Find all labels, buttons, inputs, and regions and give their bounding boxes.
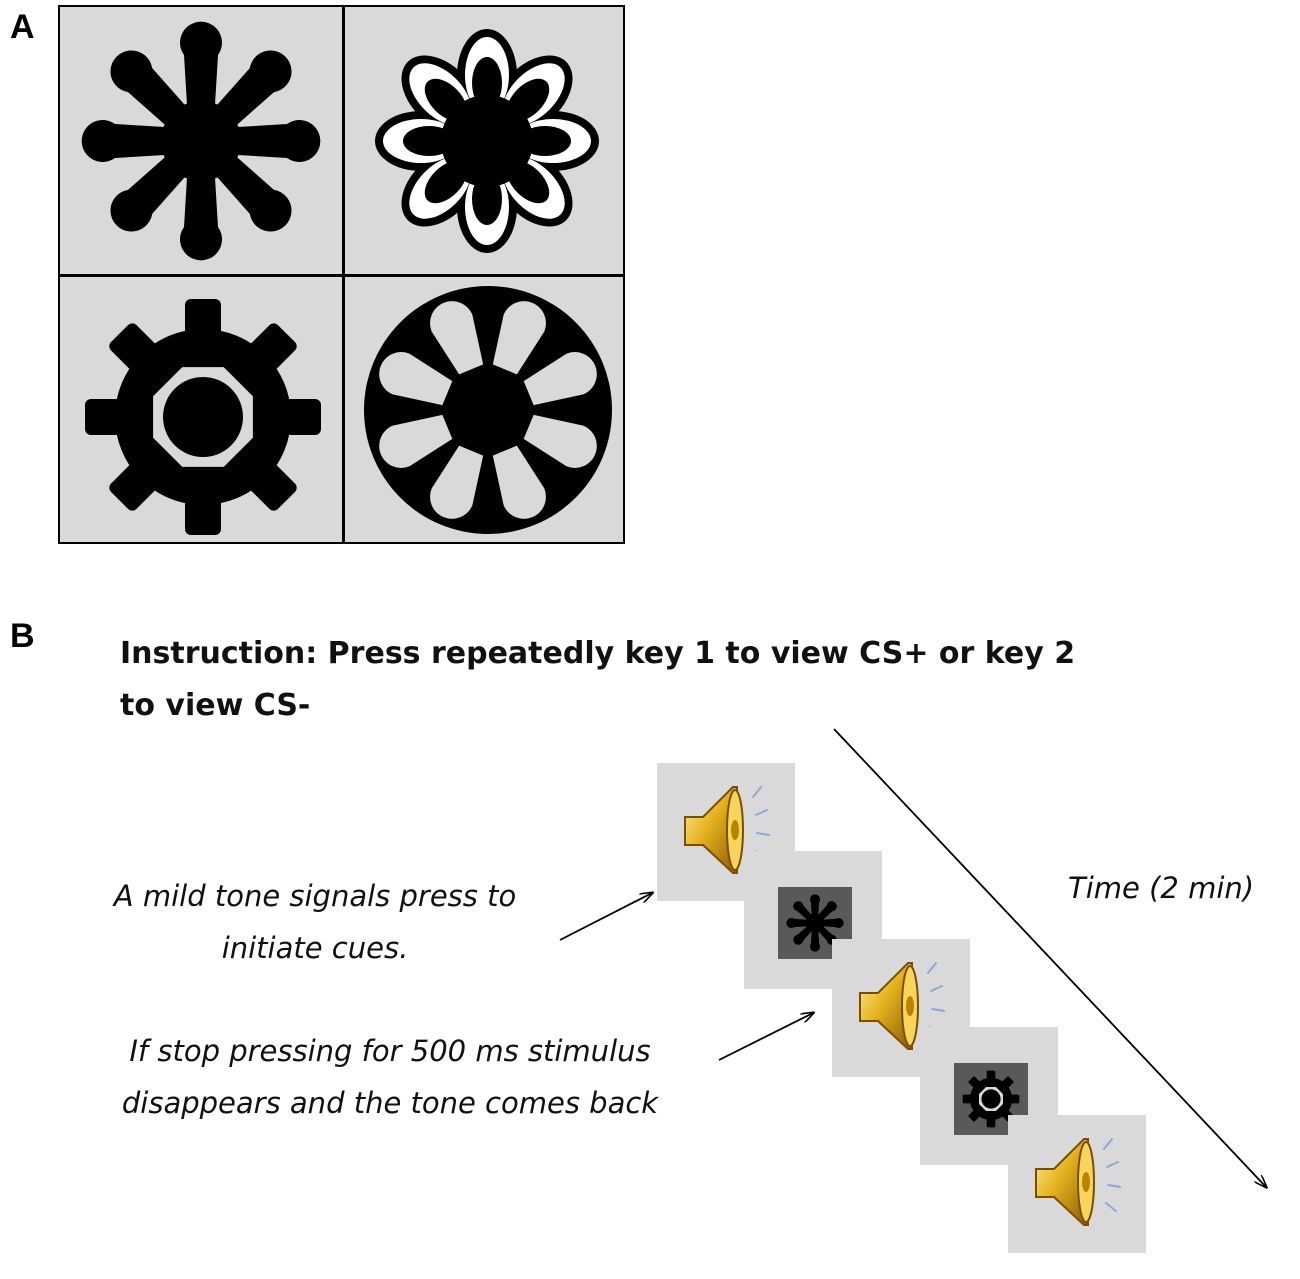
stimulus-cell-starburst bbox=[60, 7, 342, 274]
stimulus-cell-wheel bbox=[345, 277, 623, 542]
sequence-frame-tone-3 bbox=[1008, 1115, 1146, 1253]
flower-icon bbox=[375, 29, 599, 253]
instruction-text: Instruction: Press repeatedly key 1 to v… bbox=[120, 636, 1076, 723]
wheel-icon bbox=[364, 286, 612, 534]
gear-icon bbox=[85, 299, 321, 535]
stimulus-cell-gear bbox=[60, 277, 342, 542]
stop-note: If stop pressing for 500 ms stimulus dis… bbox=[121, 1034, 659, 1120]
grid-divider-horizontal bbox=[60, 274, 623, 277]
panel-label-b: B bbox=[10, 617, 35, 655]
time-label: Time (2 min) bbox=[1068, 871, 1255, 905]
speaker-icon bbox=[1008, 1115, 1146, 1253]
starburst-icon bbox=[81, 21, 321, 261]
panel-label-a: A bbox=[10, 8, 35, 46]
tone-note: A mild tone signals press to initiate cu… bbox=[113, 879, 517, 965]
stimulus-cell-flower bbox=[345, 7, 623, 274]
stimulus-grid bbox=[58, 5, 625, 544]
tone-note-arrow bbox=[559, 893, 652, 941]
stop-note-arrow bbox=[718, 1013, 813, 1061]
